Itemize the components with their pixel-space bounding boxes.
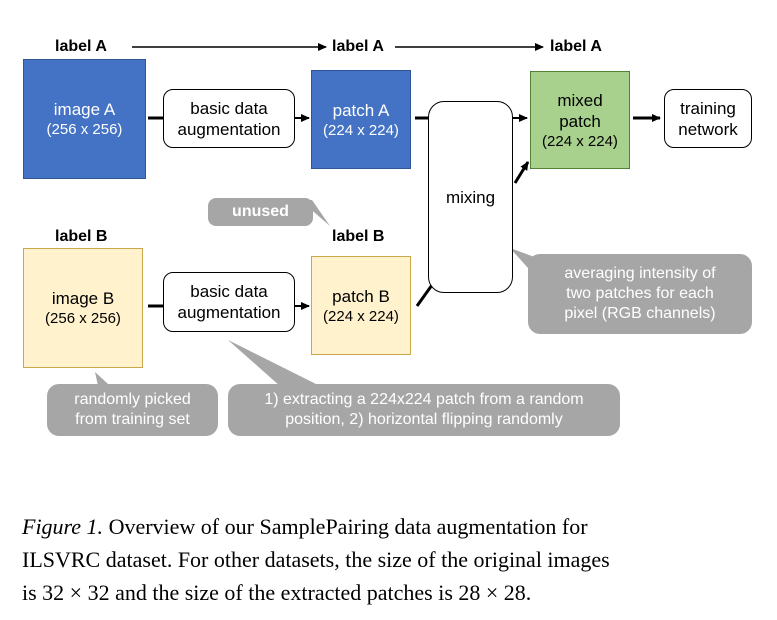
patch-b-to-mixing-arrow [415,284,434,307]
averaging-line2: two patches for each [566,285,714,302]
patch-a-box: patch A (224 x 224) [311,70,411,169]
augmentation-box-a: basic data augmentation [163,89,295,148]
averaging-line3: pixel (RGB channels) [564,305,716,322]
patch-b-title: patch B [332,286,390,306]
image-a-size: (256 x 256) [46,121,123,138]
label-b-1: label B [55,228,108,245]
random-pick-line2: from training set [75,411,190,428]
image-b-box: image B (256 x 256) [23,248,143,368]
label-b-2: label B [332,228,385,245]
augmentation-a-line1: basic data [190,98,268,118]
mixing-label: mixing [445,187,496,207]
patch-b-size: (224 x 224) [323,307,399,325]
unused-callout: unused [208,198,313,226]
extract-callout-tail [228,340,320,386]
caption-line1: Overview of our SamplePairing data augme… [103,514,588,539]
training-line2: network [678,119,738,139]
augmentation-b-line2: augmentation [177,303,281,322]
extract-line1: 1) extracting a 224x224 patch from a ran… [264,391,584,408]
random-pick-callout: randomly picked from training set [47,384,218,436]
image-b-size: (256 x 256) [45,310,121,327]
caption-line2: ILSVRC dataset. For other datasets, the … [22,547,610,572]
mixing-box: mixing [428,101,513,293]
image-b-title: image B [51,289,115,308]
averaging-callout: averaging intensity of two patches for e… [528,254,752,334]
label-a-2: label A [332,38,384,55]
patch-b-box: patch B (224 x 224) [311,256,411,355]
unused-text: unused [232,203,289,220]
extract-line2: position, 2) horizontal flipping randoml… [285,411,563,428]
patch-a-title: patch A [332,100,390,120]
label-a-3: label A [550,38,602,55]
patch-a-size: (224 x 224) [323,121,399,139]
mixed-patch-size: (224 x 224) [542,132,618,150]
training-network-box: training network [664,89,752,148]
mixing-to-mixed-arrow-2 [513,161,530,184]
image-a-box: image A (256 x 256) [23,59,146,179]
mixed-patch-line2: patch [559,111,601,131]
mixed-patch-line1: mixed [557,90,603,110]
random-pick-line1: randomly picked [74,391,191,408]
augmentation-box-b: basic data augmentation [163,272,295,332]
mixed-patch-box: mixed patch (224 x 224) [530,71,630,169]
augmentation-b-line1: basic data [190,282,268,301]
image-a-title: image A [53,100,116,119]
averaging-line1: averaging intensity of [564,265,716,282]
training-line1: training [680,98,736,118]
augmentation-a-line2: augmentation [177,119,281,139]
caption-figure-label: Figure 1. [22,514,104,539]
caption-line3: is 32 × 32 and the size of the extracted… [22,580,532,605]
label-a-1: label A [55,38,107,55]
figure-caption: Figure 1. Overview of our SamplePairing … [22,510,762,609]
extract-callout: 1) extracting a 224x224 patch from a ran… [228,384,620,436]
